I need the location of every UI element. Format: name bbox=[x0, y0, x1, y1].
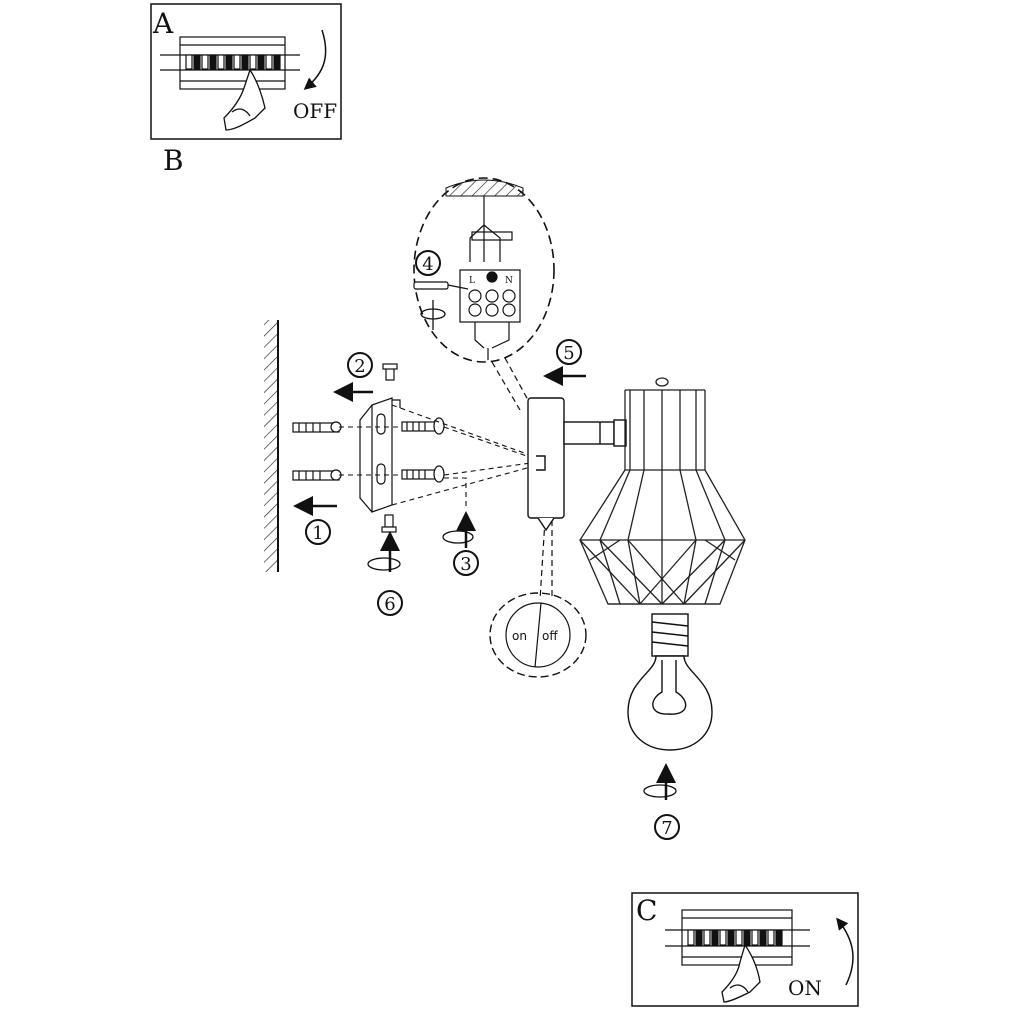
breaker-switch bbox=[743, 929, 751, 946]
panel-a-off-label: OFF bbox=[293, 99, 337, 123]
set-screw-top-icon bbox=[382, 363, 398, 381]
breaker-switch bbox=[233, 54, 241, 70]
step-1-marker: 1 bbox=[305, 519, 331, 545]
breaker-switch bbox=[751, 929, 759, 946]
breaker-switch bbox=[249, 54, 257, 70]
breaker-switch bbox=[719, 929, 727, 946]
breaker-strip-icon bbox=[160, 36, 300, 90]
breaker-switch bbox=[241, 54, 249, 70]
svg-text:6: 6 bbox=[384, 594, 395, 615]
breaker-switch bbox=[759, 929, 767, 946]
breaker-switch bbox=[735, 929, 743, 946]
wall-hatching bbox=[264, 320, 279, 572]
breaker-switch bbox=[209, 54, 217, 70]
mounting-bracket-icon bbox=[359, 397, 401, 513]
breaker-switch bbox=[711, 929, 719, 946]
breaker-switch bbox=[257, 54, 265, 70]
svg-text:1: 1 bbox=[312, 523, 323, 544]
breaker-switch bbox=[775, 929, 783, 946]
breaker-switch bbox=[265, 54, 273, 70]
svg-text:3: 3 bbox=[460, 554, 471, 575]
svg-text:2: 2 bbox=[354, 356, 365, 377]
breaker-strip-icon bbox=[665, 909, 810, 966]
wall-anchor-icon bbox=[292, 421, 342, 433]
breaker-switch bbox=[217, 54, 225, 70]
svg-text:4: 4 bbox=[422, 254, 433, 275]
breaker-switch bbox=[687, 929, 695, 946]
terminal-detail-callout: L N bbox=[413, 177, 555, 363]
hand-icon bbox=[223, 68, 266, 131]
panel-b-letter: B bbox=[163, 144, 184, 177]
terminal-label-n: N bbox=[505, 276, 513, 286]
wall-anchor-icon bbox=[292, 469, 342, 481]
callout-leaders bbox=[491, 357, 553, 601]
step-3-marker: 3 bbox=[453, 550, 479, 576]
panel-c-letter: C bbox=[636, 894, 657, 927]
light-bulb-icon bbox=[627, 613, 713, 751]
breaker-switch bbox=[193, 54, 201, 70]
breaker-switch bbox=[727, 929, 735, 946]
breaker-switch bbox=[273, 54, 281, 70]
switch-detail-callout: on off bbox=[489, 592, 587, 678]
rotate-arrows bbox=[367, 530, 677, 798]
panel-c-breaker-on: C ON bbox=[631, 892, 859, 1007]
rotate-icon bbox=[420, 300, 446, 330]
step-5-marker: 5 bbox=[556, 339, 582, 365]
svg-text:5: 5 bbox=[563, 343, 574, 364]
lower-wires-icon bbox=[474, 322, 510, 360]
step-7-marker: 7 bbox=[654, 814, 680, 840]
breaker-switch bbox=[201, 54, 209, 70]
panel-a-breaker-off: A OFF bbox=[150, 3, 342, 140]
fixture-base-icon bbox=[527, 397, 627, 532]
screwdriver-icon bbox=[413, 281, 469, 290]
set-screw-bottom-icon bbox=[381, 514, 397, 533]
step-6-marker: 6 bbox=[377, 590, 403, 616]
screw-icon bbox=[401, 465, 445, 483]
breaker-switch bbox=[695, 929, 703, 946]
step-2-marker: 2 bbox=[347, 352, 373, 378]
terminal-block-icon bbox=[459, 269, 521, 323]
terminal-label-l: L bbox=[469, 276, 475, 286]
breaker-switch bbox=[225, 54, 233, 70]
panel-a-letter: A bbox=[152, 7, 174, 40]
switch-off-label: off bbox=[542, 629, 558, 643]
breaker-switch bbox=[767, 929, 775, 946]
step-markers: 1 2 3 4 5 6 7 bbox=[305, 250, 680, 840]
step-4-marker: 4 bbox=[415, 250, 441, 276]
screw-icon bbox=[401, 417, 445, 435]
hand-icon bbox=[721, 943, 761, 1003]
breaker-switch bbox=[703, 929, 711, 946]
direction-arrows bbox=[293, 366, 676, 800]
rotate-down-arrow-icon bbox=[303, 29, 327, 90]
alignment-lines bbox=[339, 404, 539, 510]
rotate-up-arrow-icon bbox=[836, 917, 854, 986]
breaker-switch bbox=[185, 54, 193, 70]
panel-c-on-label: ON bbox=[788, 976, 822, 1000]
wires-icon bbox=[469, 196, 513, 262]
svg-text:7: 7 bbox=[661, 818, 672, 839]
cage-shade-icon bbox=[579, 377, 746, 605]
switch-on-label: on bbox=[512, 629, 527, 643]
